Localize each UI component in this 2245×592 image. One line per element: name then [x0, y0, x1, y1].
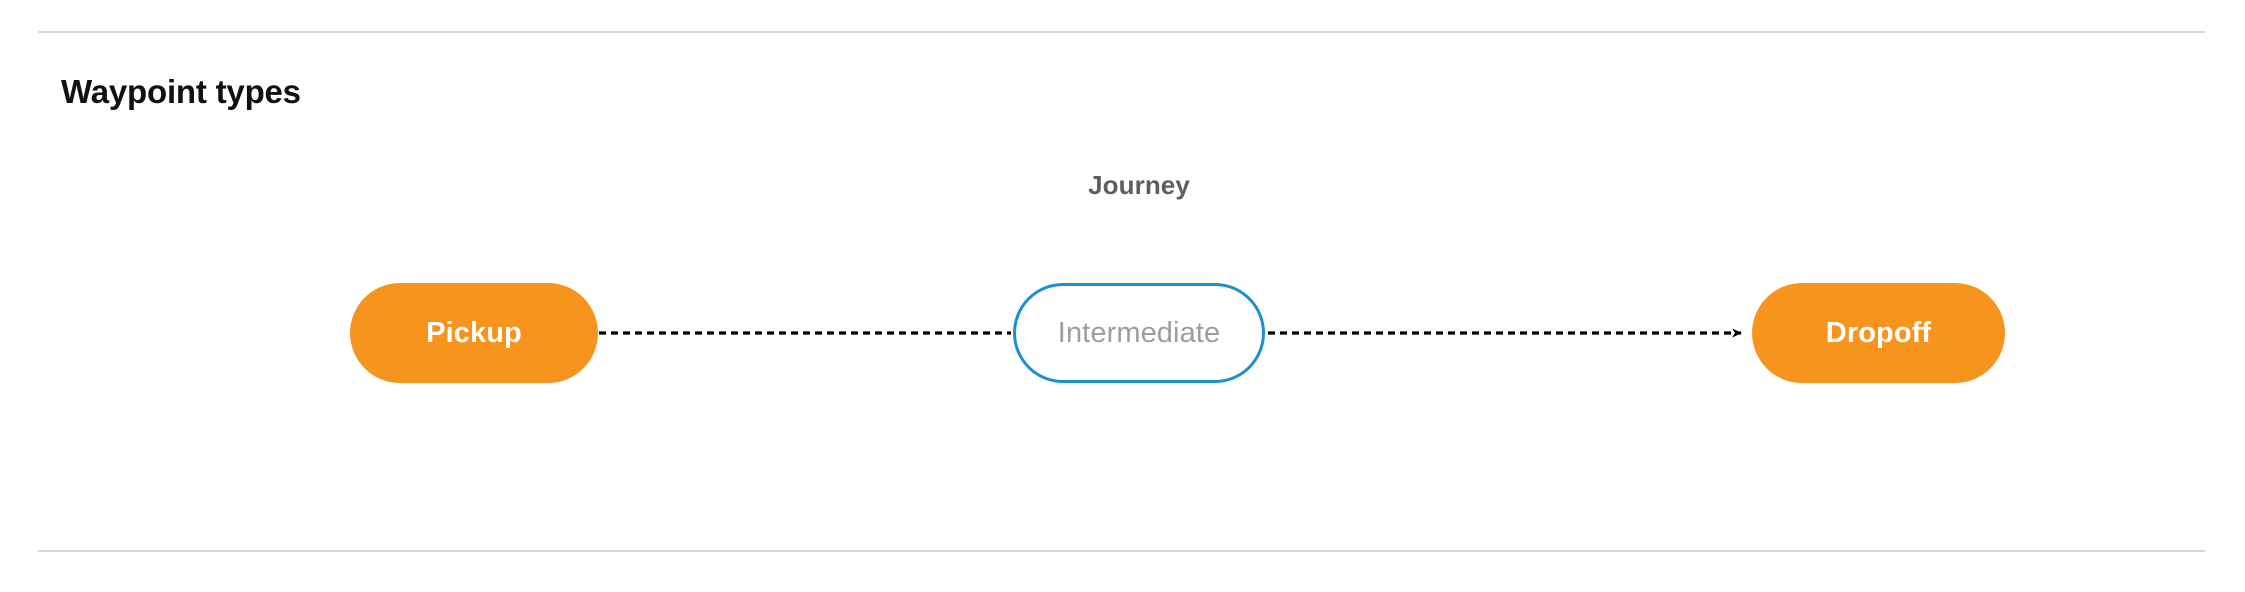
- node-pickup[interactable]: Pickup: [350, 283, 598, 383]
- group-label-journey: Journey: [1088, 170, 1190, 200]
- node-dropoff[interactable]: Dropoff: [1752, 283, 2005, 383]
- page-title: Waypoint types: [61, 73, 301, 110]
- divider-top: [38, 31, 2205, 33]
- node-intermediate[interactable]: Intermediate: [1013, 283, 1265, 383]
- divider-bottom: [38, 550, 2205, 552]
